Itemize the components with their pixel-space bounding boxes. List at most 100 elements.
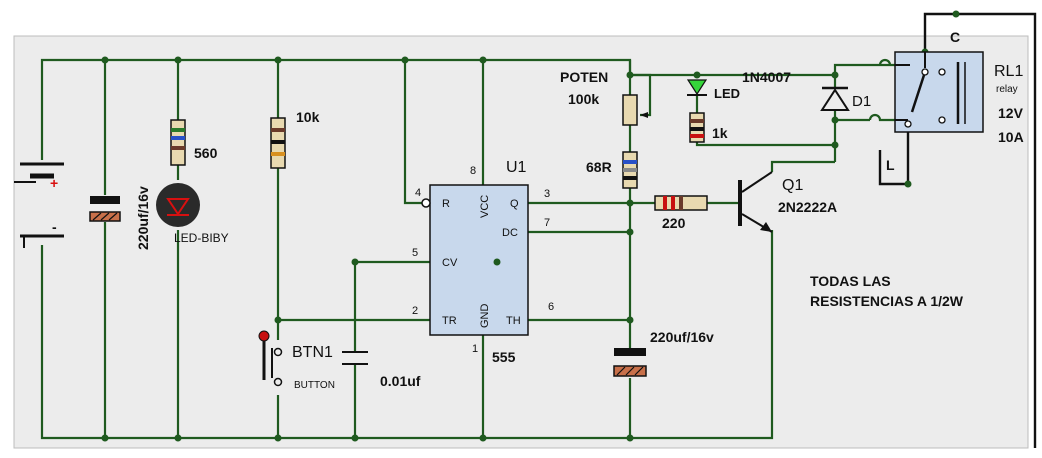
relay-l-loop-wire bbox=[878, 150, 908, 186]
capacitor-plate-top bbox=[614, 348, 646, 356]
resistor-560-label: 560 bbox=[194, 145, 218, 161]
junction-dot bbox=[274, 434, 282, 442]
junction-dot bbox=[831, 116, 839, 124]
relay-terminal bbox=[938, 68, 946, 76]
crossover-bump-2 bbox=[878, 58, 892, 66]
junction-dot bbox=[101, 434, 109, 442]
capacitor-plate-top bbox=[90, 196, 120, 204]
junction-dot bbox=[831, 141, 839, 149]
junction-dot bbox=[626, 228, 634, 236]
note: TODAS LAS RESISTENCIAS A 1/2W bbox=[810, 273, 964, 309]
junction-dot bbox=[274, 316, 282, 324]
reset-wire bbox=[403, 60, 428, 205]
diode-d1: 1N4007 D1 bbox=[742, 69, 871, 111]
pin-number: 3 bbox=[544, 188, 550, 200]
junction-dot bbox=[626, 434, 634, 442]
pot-wiper-arrow bbox=[640, 112, 648, 118]
led-biby-label: LED-BIBY bbox=[174, 231, 229, 245]
capacitor-hatch bbox=[100, 212, 110, 221]
diode-triangle bbox=[820, 88, 850, 111]
button-terminal bbox=[273, 347, 283, 357]
relay-sub-label: relay bbox=[996, 84, 1018, 95]
relay-ref-label: RL1 bbox=[994, 63, 1023, 80]
pin-number: 8 bbox=[470, 165, 476, 177]
note-line-1: TODAS LAS bbox=[810, 273, 891, 289]
pin-number: 4 bbox=[415, 187, 421, 199]
junction-dots bbox=[101, 10, 960, 442]
bottom-rail-wire bbox=[40, 230, 774, 440]
capacitor-hatch bbox=[92, 212, 102, 221]
resistor-560: 560 bbox=[170, 119, 218, 166]
indicator-led: LED bbox=[686, 79, 740, 101]
junction-dot bbox=[693, 71, 701, 79]
junction-dot bbox=[274, 56, 282, 64]
indicator-led-label: LED bbox=[714, 86, 740, 101]
resistor-1k: 1k bbox=[689, 112, 728, 143]
junction-dot bbox=[174, 434, 182, 442]
resistor-220: 220 bbox=[654, 195, 708, 231]
pin-th-label: TH bbox=[506, 315, 521, 327]
relay-voltage-label: 12V bbox=[998, 105, 1024, 121]
resistor-body bbox=[170, 119, 186, 166]
resistor-band bbox=[171, 136, 185, 140]
resistor-band bbox=[663, 196, 667, 210]
pin-number: 7 bbox=[544, 217, 550, 229]
battery-minus-label: - bbox=[52, 219, 57, 235]
relay-terminal bbox=[904, 120, 912, 128]
resistor-band bbox=[271, 140, 285, 144]
junction-dot bbox=[174, 56, 182, 64]
relay-terminal bbox=[938, 116, 946, 124]
relay-current-label: 10A bbox=[998, 129, 1024, 145]
pin-dc-label: DC bbox=[502, 227, 518, 239]
relay-terminal bbox=[921, 68, 929, 76]
battery-plus-label: + bbox=[50, 175, 58, 191]
resistor-band bbox=[679, 196, 683, 210]
note-line-2: RESISTENCIAS A 1/2W bbox=[810, 293, 964, 309]
resistor-band bbox=[623, 176, 637, 180]
relay-feed-wire bbox=[697, 63, 895, 77]
button-cap bbox=[258, 330, 270, 342]
pin-gnd-label: GND bbox=[479, 304, 491, 329]
resistor-68r: 68R bbox=[586, 151, 638, 189]
junction-dot bbox=[401, 56, 409, 64]
relay-c-wire bbox=[923, 12, 1037, 448]
resistor-band bbox=[690, 119, 704, 123]
transistor-collector bbox=[741, 171, 773, 193]
resistor-band bbox=[271, 128, 285, 132]
capacitor-cv-label: 0.01uf bbox=[380, 373, 421, 389]
capacitor-timing-label: 220uf/16v bbox=[650, 329, 714, 345]
pot-value-label: 100k bbox=[568, 91, 599, 107]
transistor-emitter-arrow bbox=[760, 222, 772, 232]
resistor-10k: 10k bbox=[270, 109, 320, 169]
potentiometer: POTEN 100k bbox=[560, 69, 648, 126]
capacitor-hatch bbox=[616, 366, 626, 376]
pin-vcc-label: VCC bbox=[479, 195, 491, 218]
resistor-band bbox=[671, 196, 675, 210]
capacitor-hatch bbox=[625, 366, 635, 376]
capacitor-hatch bbox=[108, 212, 118, 221]
junction-dot bbox=[626, 71, 634, 79]
resistor-band bbox=[171, 146, 185, 150]
button-terminal bbox=[273, 377, 283, 387]
schematic-border bbox=[13, 35, 1029, 449]
relay-c-label: C bbox=[950, 29, 960, 45]
resistor-band bbox=[623, 160, 637, 164]
ic-body bbox=[429, 184, 529, 336]
ic-marker bbox=[493, 258, 501, 266]
battery: + - bbox=[14, 162, 64, 248]
push-button: BTN1 BUTTON bbox=[258, 330, 335, 391]
transistor-ref-label: Q1 bbox=[782, 177, 803, 194]
pin-tr-label: TR bbox=[442, 315, 457, 327]
diode-type-label: 1N4007 bbox=[742, 69, 791, 85]
relay-l-label: L bbox=[886, 157, 895, 173]
junction-dot bbox=[479, 56, 487, 64]
resistor-band bbox=[271, 152, 285, 156]
resistor-68r-label: 68R bbox=[586, 159, 612, 175]
capacitor-main-label: 220uf/16v bbox=[135, 186, 151, 250]
led-return-wire bbox=[695, 142, 835, 147]
junction-dot bbox=[626, 199, 634, 207]
pin-number: 5 bbox=[412, 247, 418, 259]
transistor-q1: Q1 2N2222A bbox=[738, 171, 837, 233]
capacitor-hatch bbox=[634, 366, 644, 376]
